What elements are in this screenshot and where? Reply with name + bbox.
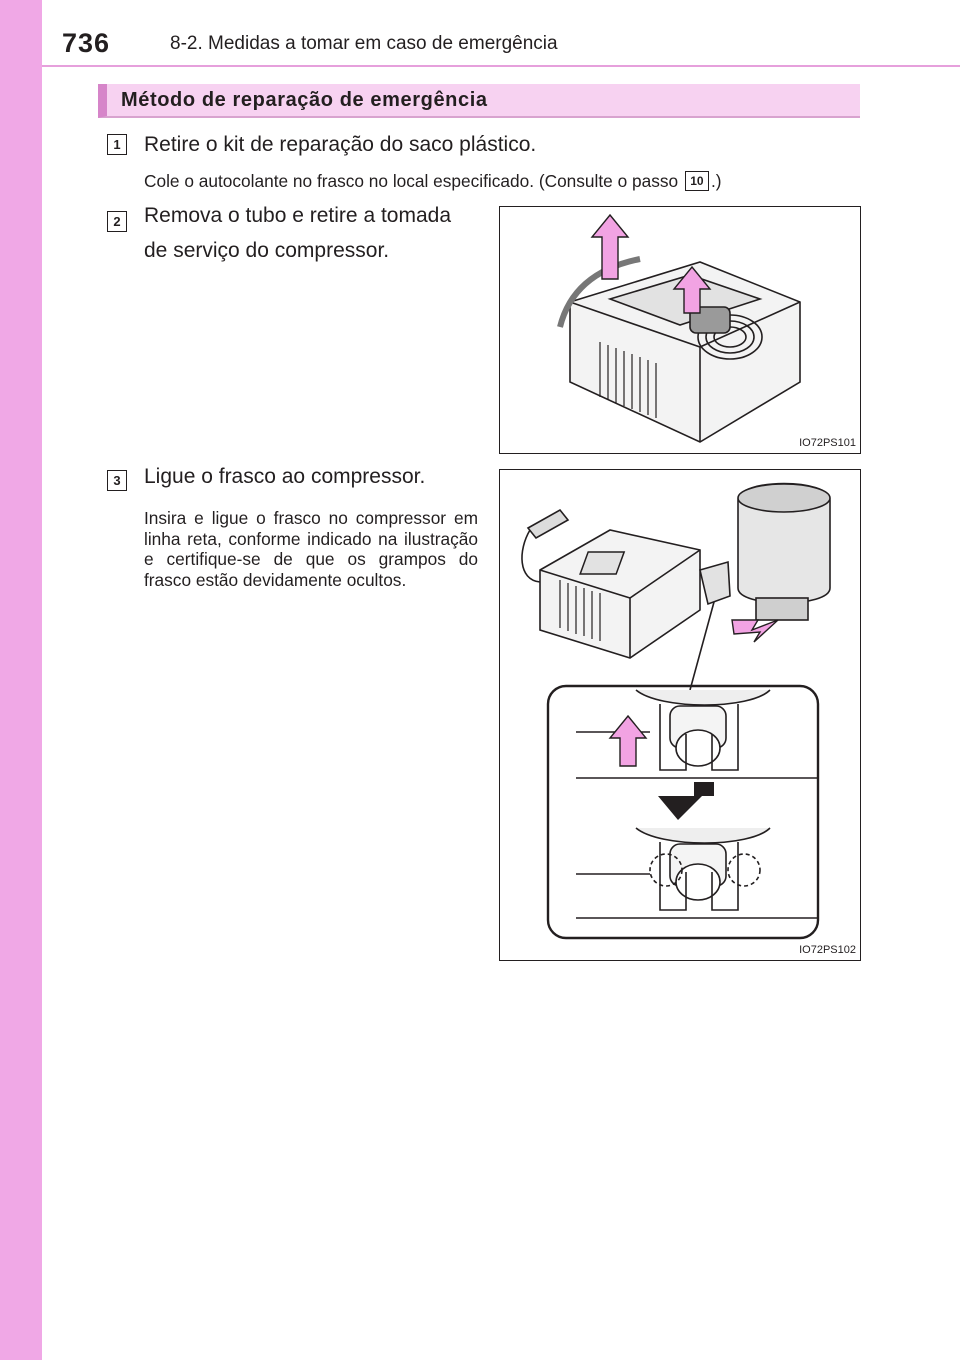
step-number-2: 2 bbox=[107, 211, 127, 232]
step-number-3: 3 bbox=[107, 470, 127, 491]
step-1-note: Cole o autocolante no frasco no local es… bbox=[144, 171, 874, 192]
section-title: Método de reparação de emergência bbox=[121, 89, 488, 111]
figure-code: IO72PS101 bbox=[799, 437, 856, 449]
step-3-note: Insira e ligue o frasco no compressor em… bbox=[144, 508, 478, 590]
step-1-title: Retire o kit de reparação do saco plásti… bbox=[144, 133, 537, 156]
compressor-illustration bbox=[557, 213, 801, 443]
step-1-note-end: .) bbox=[710, 171, 722, 191]
figure-code: IO72PS102 bbox=[799, 944, 856, 956]
step-reference-box: 10 bbox=[684, 171, 709, 191]
bottle-compressor-illustration bbox=[521, 482, 831, 940]
header-divider bbox=[42, 65, 960, 67]
step-number-1: 1 bbox=[107, 134, 127, 155]
step-3-title: Ligue o frasco ao compressor. bbox=[144, 465, 426, 488]
chapter-title: 8-2. Medidas a tomar em caso de emergênc… bbox=[170, 33, 558, 54]
step-2-title: Remova o tubo e retire a tomada de servi… bbox=[144, 204, 452, 262]
step-1-note-text: Cole o autocolante no frasco no local es… bbox=[144, 171, 679, 191]
section-header: Método de reparação de emergência bbox=[98, 84, 860, 118]
page-number: 736 bbox=[62, 28, 111, 58]
chapter-side-tab bbox=[0, 0, 42, 1360]
figure-bottle-connection: IO72PS102 bbox=[499, 469, 861, 961]
figure-compressor-hose: IO72PS101 bbox=[499, 206, 861, 454]
